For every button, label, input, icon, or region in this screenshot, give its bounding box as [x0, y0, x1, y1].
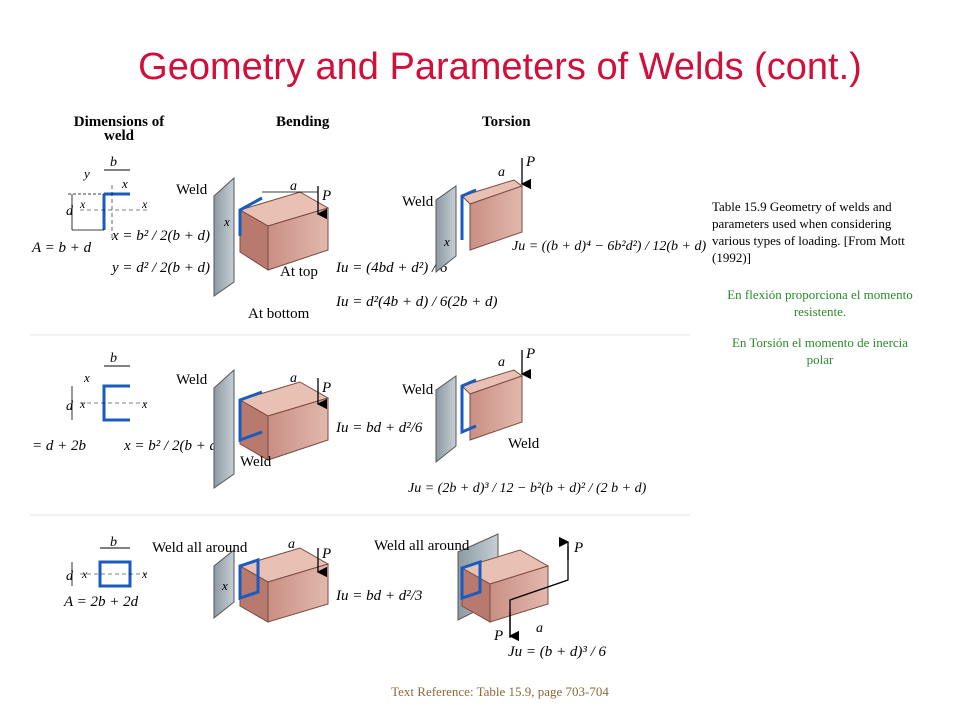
row1-xbar-formula: x = b² / 2(b + d) — [111, 228, 210, 244]
row3-bending-a: a — [288, 537, 295, 552]
row3-torsion-a: a — [536, 621, 543, 636]
row2-bending-P: P — [321, 380, 331, 396]
row1-torsion-P: P — [525, 154, 535, 170]
row2-label-d: d — [66, 399, 74, 414]
row2-torsion-a: a — [498, 355, 505, 370]
row3-bending-sketch — [213, 547, 330, 623]
row1-bending-sketch — [213, 176, 330, 297]
row3-bending-P: P — [321, 546, 331, 562]
row2-xbar-formula: x = b² / 2(b + d) — [123, 438, 222, 454]
row3-area-formula: A = 2b + 2d — [63, 594, 139, 610]
table-caption: Table 15.9 Geometry of welds and paramet… — [712, 199, 905, 265]
note-torsion: En Torsión el momento de inercia polar — [731, 335, 909, 367]
row2-torsion-P: P — [525, 346, 535, 362]
row1-torsion-x: x — [443, 234, 450, 249]
row1-bending-a: a — [290, 179, 297, 194]
row2-area-formula: = d + 2b — [32, 438, 86, 454]
column-header-dimensions-text: Dimensions of weld — [73, 114, 165, 144]
row2-bending-sketch — [213, 368, 330, 489]
row1-at-top-label: At top — [280, 264, 318, 280]
column-header-dimensions: Dimensions of weld — [64, 114, 174, 144]
row3-label-x-left: x — [81, 567, 88, 581]
column-header-torsion: Torsion — [482, 114, 531, 130]
row1-bending-x: x — [223, 214, 230, 229]
row1-torsion-a: a — [498, 165, 505, 180]
row3-label-d: d — [66, 569, 74, 584]
text-reference: Text Reference: Table 15.9, page 703-704 — [391, 684, 609, 699]
row3-torsion-P-down: P — [493, 628, 503, 644]
row2-label-x-left: x — [79, 397, 86, 411]
row2-label-x-top: x — [83, 370, 90, 385]
row3-ju-formula: Ju = (b + d)³ / 6 — [508, 644, 607, 660]
row1-ju-formula: Ju = ((b + d)⁴ − 6b²d²) / 12(b + d) — [512, 239, 706, 254]
row2-label-x-right: x — [141, 397, 148, 411]
note-bending: En flexión proporciona el momento resist… — [727, 287, 913, 319]
row1-label-x-right: x — [141, 197, 148, 211]
row3-label-x-right: x — [141, 567, 148, 581]
row1-label-x-top: x — [121, 176, 128, 191]
row3-torsion-sketch — [457, 533, 570, 642]
row2-bending-weld-top: Weld — [176, 372, 208, 388]
row2-torsion-weld-top: Weld — [402, 382, 434, 398]
row1-bending-P: P — [321, 188, 331, 204]
row1-iu-top-formula: Iu = (4bd + d²) / 6 — [335, 260, 448, 276]
row1-bending-weld-label: Weld — [176, 182, 208, 198]
row1-at-bottom-label: At bottom — [248, 306, 310, 322]
row1-torsion-weld-label: Weld — [402, 194, 434, 210]
row3-bending-x: x — [221, 578, 228, 593]
row2-ju-formula: Ju = (2b + d)³ / 12 − b²(b + d)² / (2 b … — [408, 481, 647, 496]
row2-torsion-weld-bottom: Weld — [508, 436, 540, 452]
row2-dimension-sketch: b x d x x — [66, 351, 150, 422]
row2-torsion-sketch — [435, 350, 532, 464]
row1-label-b: b — [110, 155, 117, 170]
row1-torsion-sketch — [435, 158, 532, 274]
row2-label-b: b — [110, 351, 117, 366]
row3-bending-weld-label: Weld all around — [152, 540, 248, 556]
row1-iu-bottom-formula: Iu = d²(4b + d) / 6(2b + d) — [335, 294, 498, 310]
row2-bending-weld-bottom: Weld — [240, 454, 272, 470]
row1-label-x-left: x — [79, 197, 86, 211]
column-header-bending: Bending — [276, 114, 330, 130]
row3-iu-formula: Iu = bd + d²/3 — [335, 588, 422, 604]
row3-torsion-P-up: P — [573, 540, 583, 556]
row2-bending-a: a — [290, 371, 297, 386]
row1-label-d: d — [66, 204, 74, 219]
row1-area-formula: A = b + d — [31, 240, 92, 256]
row2-iu-formula: Iu = bd + d²/6 — [335, 420, 423, 436]
row3-dimension-sketch: b d x x — [66, 535, 150, 588]
row3-label-b: b — [110, 535, 117, 550]
page-title: Geometry and Parameters of Welds (cont.) — [138, 46, 862, 88]
row1-label-y: y — [82, 166, 90, 181]
row3-torsion-weld-label: Weld all around — [374, 538, 470, 554]
row1-ybar-formula: y = d² / 2(b + d) — [110, 260, 210, 276]
row1-dimension-sketch: b y x d x x — [66, 155, 150, 240]
